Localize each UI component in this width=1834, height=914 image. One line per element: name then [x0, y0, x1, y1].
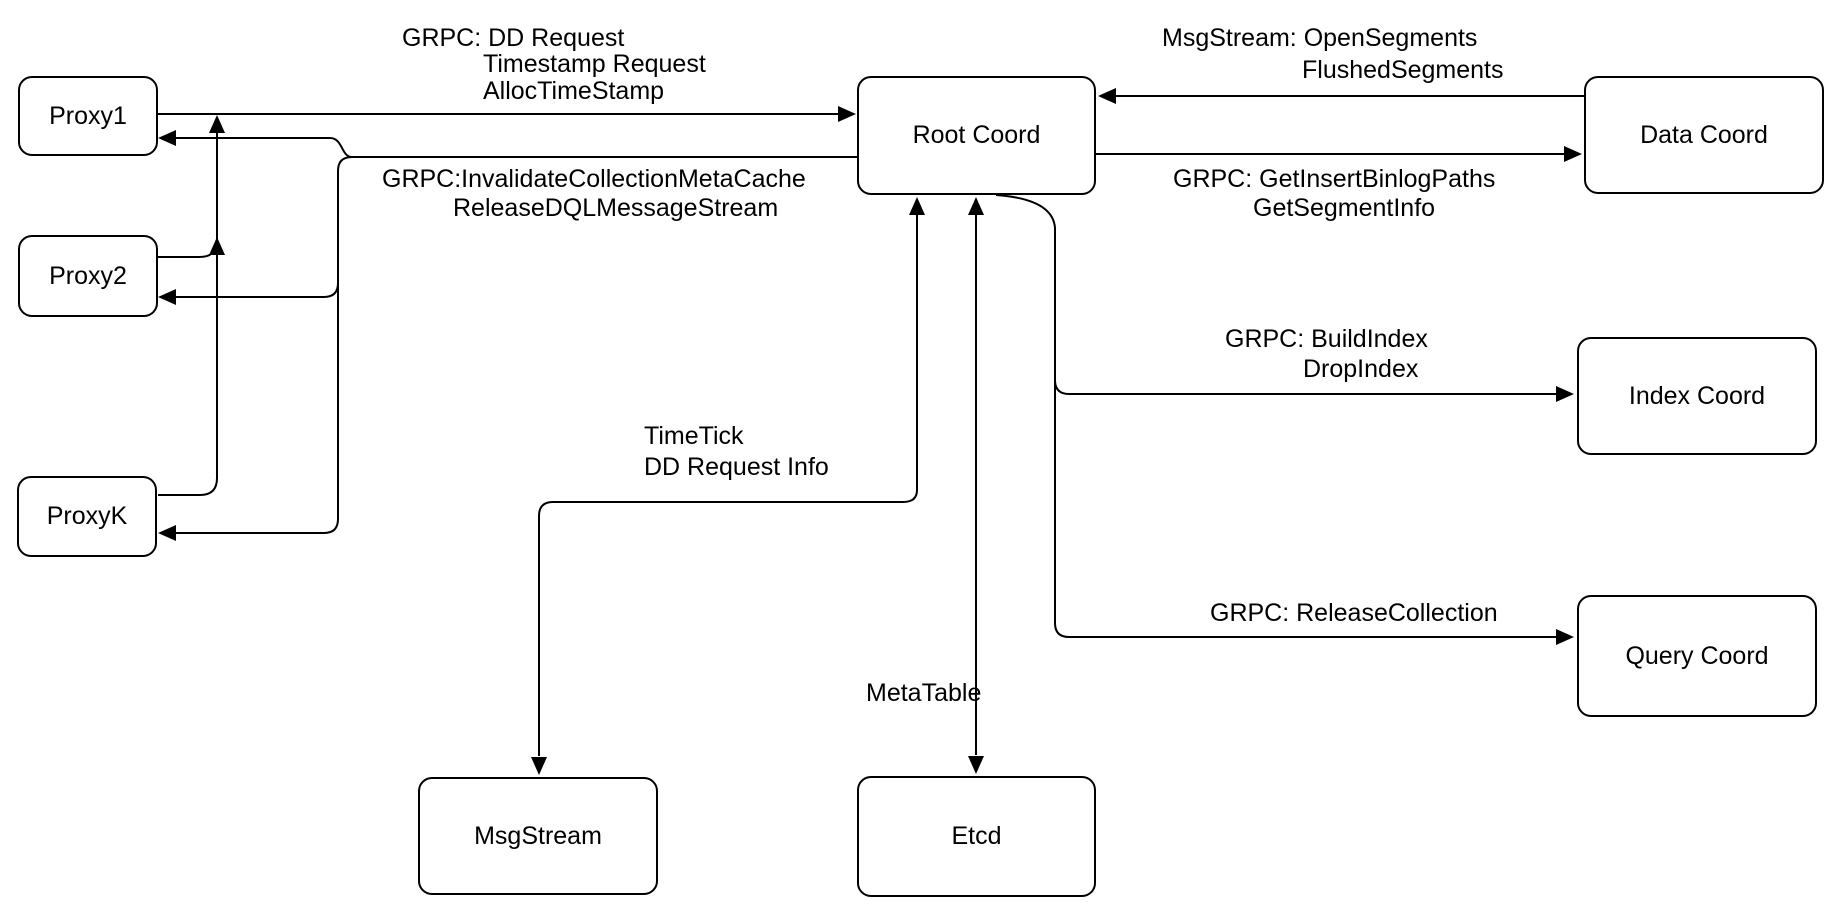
edge-label-invalidate-collection-metacache: GRPC:InvalidateCollectionMetaCache: [382, 165, 806, 193]
node-proxy2[interactable]: Proxy2: [18, 235, 158, 317]
node-etcd-label: Etcd: [951, 822, 1002, 850]
node-query-coord-label: Query Coord: [1625, 641, 1769, 670]
edge-data-to-root: [1098, 88, 1584, 104]
node-msgstream-label: MsgStream: [474, 821, 602, 850]
edge-label-timetick: TimeTick: [644, 422, 744, 450]
node-root-coord-label: Root Coord: [912, 121, 1041, 149]
edge-label-grpc-dd-request: GRPC: DD Request: [402, 24, 625, 52]
edge-root-to-index: [1054, 379, 1574, 402]
edge-root-to-proxies: [158, 130, 857, 541]
edge-label-releasecollection: GRPC: ReleaseCollection: [1210, 599, 1498, 627]
node-root-coord[interactable]: Root Coord: [857, 76, 1096, 195]
node-index-coord[interactable]: Index Coord: [1577, 337, 1817, 455]
node-index-coord-label: Index Coord: [1628, 381, 1766, 410]
edge-label-dd-request-info: DD Request Info: [644, 453, 829, 481]
node-etcd[interactable]: Etcd: [857, 776, 1096, 897]
edge-label-metatable: MetaTable: [866, 679, 982, 707]
node-msgstream[interactable]: MsgStream: [418, 777, 658, 895]
node-data-coord[interactable]: Data Coord: [1584, 76, 1824, 194]
edge-root-to-query: [995, 194, 1574, 645]
edge-label-release-dql-messagestream: ReleaseDQLMessageStream: [453, 194, 779, 222]
edge-root-to-data: [1096, 146, 1582, 162]
node-proxyk-label: ProxyK: [46, 502, 128, 530]
edge-label-timestamp-request: Timestamp Request: [483, 50, 706, 78]
edge-label-buildindex: GRPC: BuildIndex: [1225, 325, 1428, 353]
edge-label-getsegmentinfo: GetSegmentInfo: [1253, 194, 1436, 222]
node-proxy2-label: Proxy2: [49, 261, 127, 290]
edge-label-dropindex: DropIndex: [1303, 355, 1419, 383]
edge-root-to-etcd: [968, 197, 984, 774]
node-query-coord[interactable]: Query Coord: [1577, 595, 1817, 717]
edge-label-msgstream-opensegments: MsgStream: OpenSegments: [1162, 24, 1478, 52]
edge-label-getinsertbinlogpaths: GRPC: GetInsertBinlogPaths: [1173, 165, 1496, 193]
node-data-coord-label: Data Coord: [1640, 120, 1768, 149]
edge-proxies-to-root: [158, 106, 856, 496]
node-proxy1[interactable]: Proxy1: [18, 76, 158, 156]
node-proxyk[interactable]: ProxyK: [17, 476, 157, 557]
edge-root-to-msgstream: [531, 197, 925, 775]
node-proxy1-label: Proxy1: [49, 101, 127, 130]
edge-label-alloctimestamp: AllocTimeStamp: [483, 77, 665, 105]
edge-label-flushedsegments: FlushedSegments: [1302, 56, 1504, 84]
